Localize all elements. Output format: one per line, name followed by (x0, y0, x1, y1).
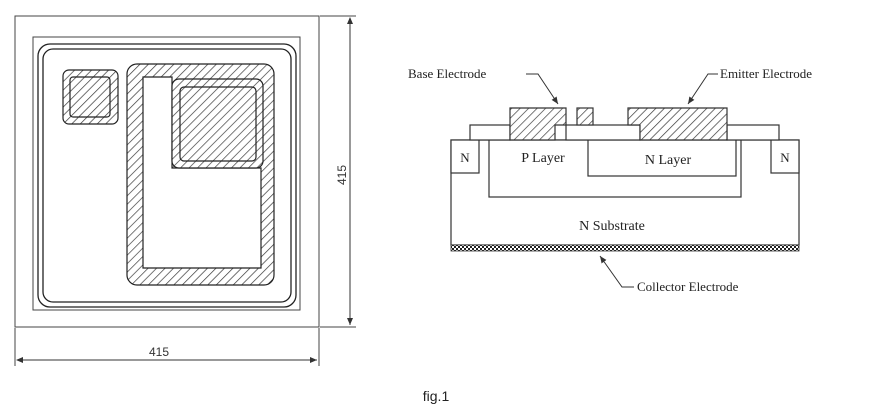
base-electrode (509, 107, 567, 141)
n-plug-left-label: N (460, 150, 470, 165)
plan-view: 415 415 (14, 15, 356, 366)
inner-rounded-ring (42, 48, 292, 303)
oxide-right (726, 124, 780, 141)
base-region-inner (142, 76, 262, 269)
n-layer-label: N Layer (645, 153, 692, 168)
emitter-electrode-leader (687, 73, 718, 105)
guard-ring (32, 36, 301, 311)
oxide-center (565, 124, 641, 141)
emitter-electrode (627, 107, 728, 141)
base-electrode-callout-label: Base Electrode (408, 66, 487, 81)
collector-electrode-leader (599, 255, 634, 288)
base-electrode-leader (526, 73, 559, 105)
n-plug-right (770, 139, 800, 174)
collector-electrode-strip (450, 244, 800, 252)
p-layer-label: P Layer (521, 151, 565, 166)
cross-section: N N P Layer N Layer N Substrate Base Ele… (408, 66, 812, 294)
n-layer (587, 139, 737, 177)
collector-electrode-callout-label: Collector Electrode (637, 279, 739, 294)
n-plug-left (450, 139, 480, 174)
outer-rounded-ring (37, 43, 297, 308)
width-dimension-label: 415 (149, 345, 169, 359)
emitter-electrode-callout-label: Emitter Electrode (720, 66, 812, 81)
base-contact-small (576, 107, 594, 126)
small-pad-inner (69, 76, 111, 118)
height-dimension-label: 415 (335, 165, 349, 185)
figure-caption: fig.1 (423, 388, 450, 404)
n-substrate-label: N Substrate (579, 219, 645, 234)
emitter-pad-inner (179, 86, 257, 162)
oxide-left (469, 124, 511, 141)
n-plug-right-label: N (780, 150, 790, 165)
